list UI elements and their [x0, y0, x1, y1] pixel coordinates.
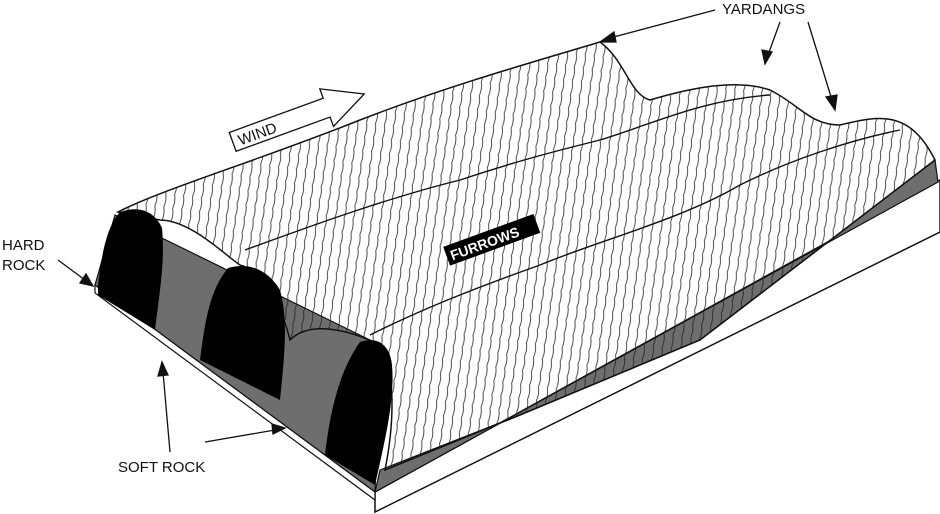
hard-rock-3	[325, 340, 393, 485]
hard-rock-label-line2: ROCK	[2, 257, 45, 274]
yardang-surface	[115, 41, 936, 472]
hard-rock-arrow	[57, 259, 95, 287]
hard-rock-1	[98, 209, 163, 330]
ridge-crest-2	[244, 94, 771, 251]
hard-rock-2	[200, 266, 285, 400]
soft-rock-label: SOFT ROCK	[118, 459, 205, 476]
soft-rock-arrows	[157, 360, 287, 453]
yardangs-label: YARDANGS	[722, 1, 805, 18]
ridge-crest-3	[369, 129, 901, 336]
hard-rock-label-line1: HARD	[2, 237, 45, 254]
yardangs-arrows	[597, 9, 838, 112]
